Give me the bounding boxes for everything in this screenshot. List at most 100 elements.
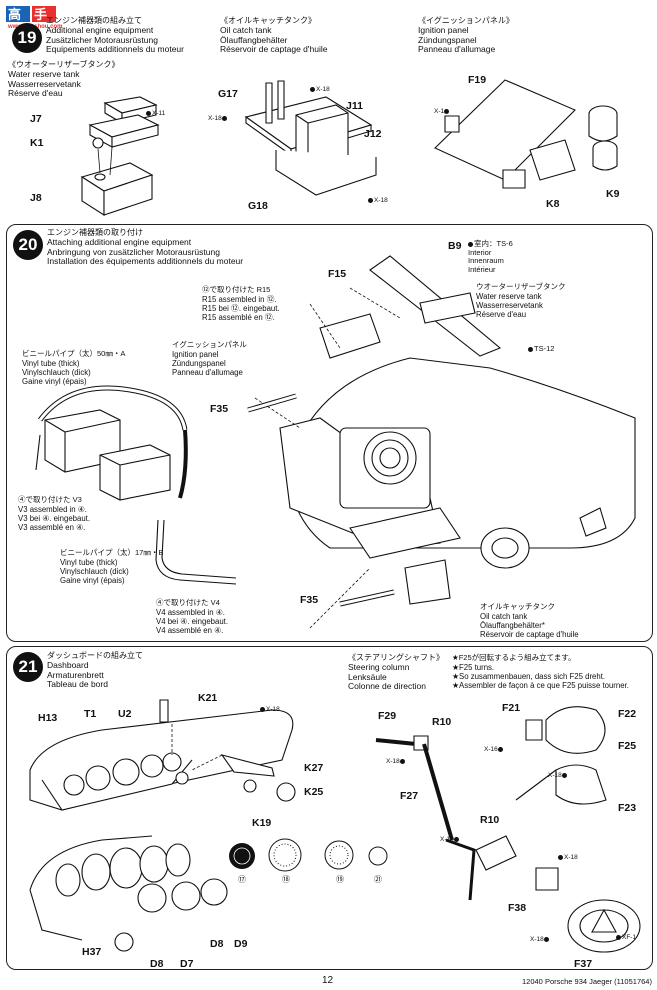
v4-en: V4 assembled in ④. — [156, 608, 225, 617]
v3-de: V3 bei ④. eingebaut. — [18, 514, 91, 523]
part-label-h13: H13 — [38, 712, 58, 724]
gauge-ref-21: ㉑ — [374, 875, 382, 884]
gauge-ref-18: ⑱ — [282, 875, 290, 884]
screw-dot-icon — [444, 108, 450, 114]
r15-en: R15 assembled in ⑫. — [202, 295, 277, 304]
step-20-number: 20 — [13, 230, 43, 260]
screw-label: X-18 — [368, 197, 388, 204]
dashboard-drawing — [22, 700, 342, 960]
step-20-title-jp: エンジン補器類の取り付け — [47, 228, 143, 237]
f35-rod-upper — [246, 392, 302, 414]
part-label-f29: F29 — [378, 710, 397, 722]
v4-jp: ④で取り付けた V4 — [156, 598, 220, 607]
oil-de-20: Ölauffangbehälter* — [480, 621, 545, 630]
screw-label: X-18 — [260, 706, 280, 713]
oil-tank-fr: Réservoir de captage d'huile — [220, 44, 328, 55]
screw-text: X-18 — [548, 772, 562, 779]
ignition-jp-20: イグニッションパネル — [172, 340, 247, 349]
part-label-k21: K21 — [198, 692, 218, 704]
note-en: ★F25 turns. — [452, 663, 495, 672]
interior-jp-text: 室内：TS-6 — [474, 239, 513, 248]
part-label-g17: G17 — [218, 88, 238, 100]
part-label-k25: K25 — [304, 786, 324, 798]
part-label-k19: K19 — [252, 817, 272, 829]
step-21-heading: ダッシュボードの組み立て Dashboard Armaturenbrett Ta… — [47, 651, 143, 690]
interior-paint-caption: 室内：TS-6 Interior Innenraum Intérieur — [468, 239, 513, 274]
screw-text: X-11 — [152, 110, 166, 117]
steering-en: Steering column — [348, 662, 410, 672]
oil-tank-de: Ölauffangbehälter — [220, 34, 288, 45]
part-label-u2: U2 — [118, 708, 132, 720]
gauge-faces: ⑰ ⑱ ⑲ ㉑ — [228, 842, 378, 894]
vinyl-a-en: Vinyl tube (thick) — [22, 359, 80, 368]
step-19-title-jp: エンジン補器類の組み立て — [46, 16, 142, 25]
part-label-j7: J7 — [30, 113, 42, 125]
v3-jp: ④で取り付けた V3 — [18, 495, 82, 504]
water-tank-jp: 《ウオーターリザーブタンク》 — [8, 60, 120, 69]
vinyl-tube-b-caption: ビニールパイプ（太）17㎜・B Vinyl tube (thick) Vinyl… — [60, 548, 163, 585]
vinyl-a-jp: ビニールパイプ（太）50㎜・A — [22, 349, 126, 358]
steering-fr: Colonne de direction — [348, 681, 426, 692]
gauge-ref-17: ⑰ — [238, 875, 246, 884]
interior-jp: 室内：TS-6 — [468, 239, 513, 249]
steering-caption: 《ステアリングシャフト》 Steering column Lenksäule C… — [348, 653, 444, 692]
part-label-k9: K9 — [606, 188, 620, 200]
vinyl-a-de: Vinylschlauch (dick) — [22, 368, 91, 377]
water-tank-de: Wasserreservetank — [8, 78, 81, 89]
gauge-small-icon — [368, 846, 388, 866]
screw-text: X-18 — [564, 854, 578, 861]
watermark-graphic-icon: 高 手 — [6, 6, 56, 23]
screw-label: X-18 — [530, 936, 550, 943]
f35-rod-lower — [338, 588, 398, 608]
water-tank-drawing — [60, 95, 180, 220]
part-label-g18: G18 — [248, 200, 268, 212]
screw-dot-icon — [146, 110, 151, 116]
vinyl-tube-a-drawing — [30, 380, 200, 500]
screw-label: X-18 — [208, 115, 228, 122]
part-label-f15: F15 — [328, 268, 347, 280]
oil-jp-20: オイルキャッチタンク — [480, 602, 555, 611]
screw-text: X-18 — [208, 115, 222, 122]
screw-label: X-18 — [558, 854, 578, 861]
screw-label: X-16 — [484, 746, 504, 753]
part-label-f27: F27 — [400, 790, 419, 802]
step-21-panel — [6, 646, 653, 970]
part-label-f38: F38 — [508, 902, 527, 914]
part-label-j11: J11 — [346, 100, 363, 112]
step-20-title-en: Attaching additional engine equipment — [47, 237, 192, 247]
screw-label: X-18 — [310, 86, 330, 93]
screw-text: X-18 — [440, 836, 454, 843]
screw-text: X-16 — [484, 746, 498, 753]
part-label-d9: D9 — [234, 938, 248, 950]
svg-text:高: 高 — [8, 7, 21, 23]
water-tank-en: Water reserve tank — [8, 69, 80, 79]
oil-tank-caption: 《オイルキャッチタンク》 Oil catch tank Ölauffangbeh… — [220, 16, 327, 55]
part-label-f37: F37 — [574, 958, 593, 970]
ignition-panel-drawing — [425, 70, 640, 210]
screw-label: X-11 — [146, 110, 165, 117]
gauge-tach-icon — [229, 843, 255, 869]
screw-dot-icon — [368, 197, 373, 203]
screw-dot-icon — [543, 936, 549, 942]
ignition-panel-caption: 《イグニッションパネル》 Ignition panel Zündungspane… — [418, 16, 514, 55]
ignition-fr-20: Panneau d'allumage — [172, 368, 243, 377]
ts12-text: TS-12 — [534, 344, 555, 353]
ignition-jp: 《イグニッションパネル》 — [418, 16, 514, 25]
part-label-r10-b: R10 — [480, 814, 500, 826]
oil-en-20: Oil catch tank — [480, 612, 528, 621]
paint-dot-icon — [468, 241, 473, 247]
screw-text: X-18 — [386, 758, 400, 765]
water-jp: ウオーターリザーブタンク — [476, 282, 566, 291]
screw-dot-icon — [558, 854, 563, 860]
ignition-caption-20: イグニッションパネル Ignition panel Zündungspanel … — [172, 340, 247, 377]
vinyl-b-fr: Gaine vinyl (épais) — [60, 576, 125, 585]
screw-text: X-18 — [266, 706, 280, 713]
screw-label: X-1 — [434, 108, 450, 115]
step-21-title-jp: ダッシュボードの組み立て — [47, 651, 143, 660]
water-tank-caption-20: ウオーターリザーブタンク Water reserve tank Wasserre… — [476, 282, 566, 319]
part-label-f35-upper: F35 — [210, 403, 229, 415]
oil-tank-en: Oil catch tank — [220, 25, 272, 35]
part-label-f35-lower: F35 — [300, 594, 319, 606]
screw-dot-icon — [616, 934, 621, 940]
part-label-f23: F23 — [618, 802, 637, 814]
